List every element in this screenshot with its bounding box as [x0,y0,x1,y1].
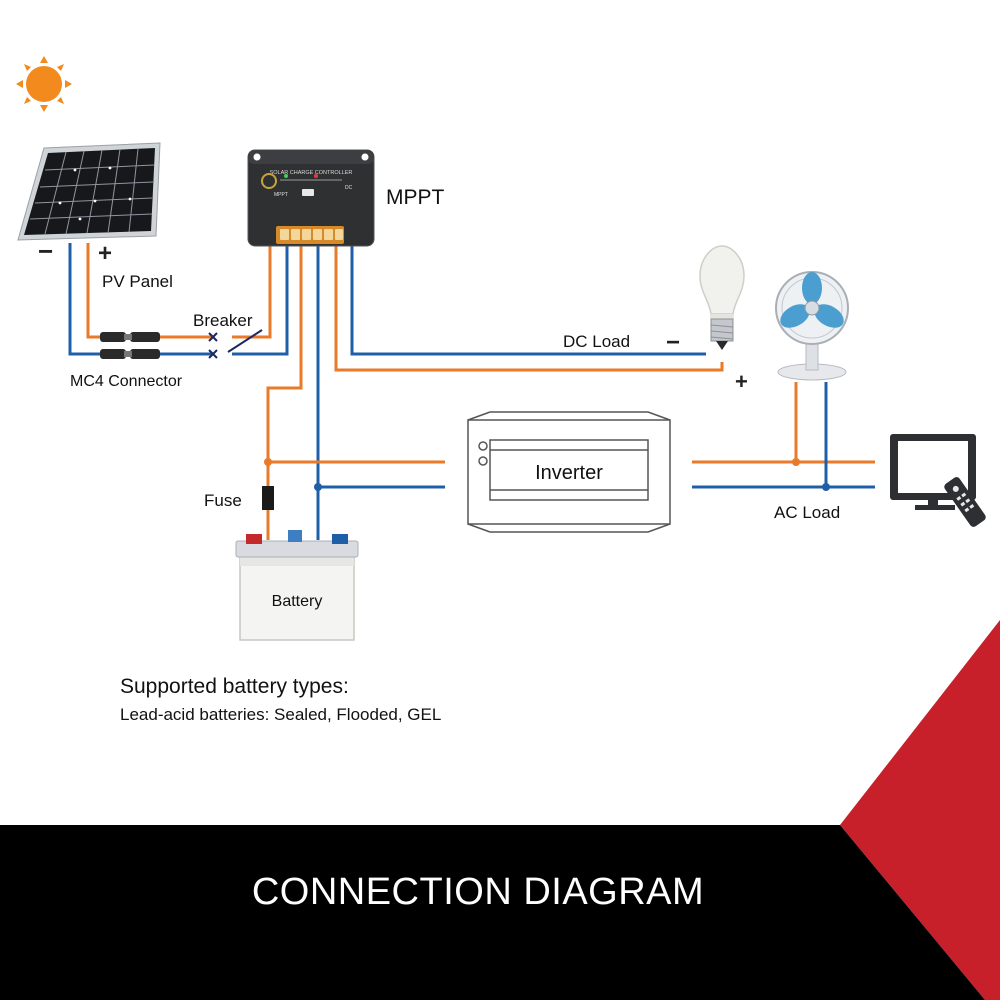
mc4-connector [100,332,160,359]
banner-title: CONNECTION DIAGRAM [252,871,704,913]
sun-icon [16,56,72,112]
pv-plus-sign: + [98,240,112,267]
remote-icon [944,477,986,527]
breaker-negative-wire [232,244,289,356]
solar-panel-icon [17,142,161,241]
supported-battery-title: Supported battery types: [120,675,349,698]
fan-icon [775,271,849,381]
pv-panel-label: PV Panel [102,272,173,291]
breaker-positive-wire [232,244,272,339]
dc-load-negative-wire [350,244,706,356]
red-accent-triangle [840,620,1000,1000]
controller-face-mppt: MPPT [274,192,288,198]
mc4-connector-label: MC4 Connector [70,373,183,390]
battery-positive-wire [266,244,303,486]
battery-icon [235,530,359,641]
fuse-label: Fuse [204,491,242,510]
pv-negative-wire [68,243,100,356]
wire-junctions [264,458,830,491]
inverter-label: Inverter [535,462,603,484]
breaker-symbol [208,329,263,359]
ac-load-label: AC Load [774,503,840,522]
supported-battery-list: Lead-acid batteries: Sealed, Flooded, GE… [120,705,441,724]
mppt-label: MPPT [386,186,445,209]
dc-load-label: DC Load [563,332,630,351]
light-bulb-icon [699,245,745,350]
charge-controller-icon: SOLAR CHARGE CONTROLLER MPPT DC [247,149,375,247]
pv-positive-wire [86,243,100,339]
battery-label: Battery [272,593,323,610]
dc-minus-sign: − [666,329,680,356]
fuse-symbol [262,486,274,510]
breaker-label: Breaker [193,311,253,330]
inverter-icon [467,411,671,533]
banner-background [0,825,985,1000]
wiring [68,243,875,540]
dc-load-positive-wire [334,244,724,372]
controller-face-title: SOLAR CHARGE CONTROLLER [270,170,353,176]
dc-plus-sign: + [735,369,748,394]
pv-minus-sign: − [38,236,53,266]
controller-face-dc: DC [345,185,353,191]
